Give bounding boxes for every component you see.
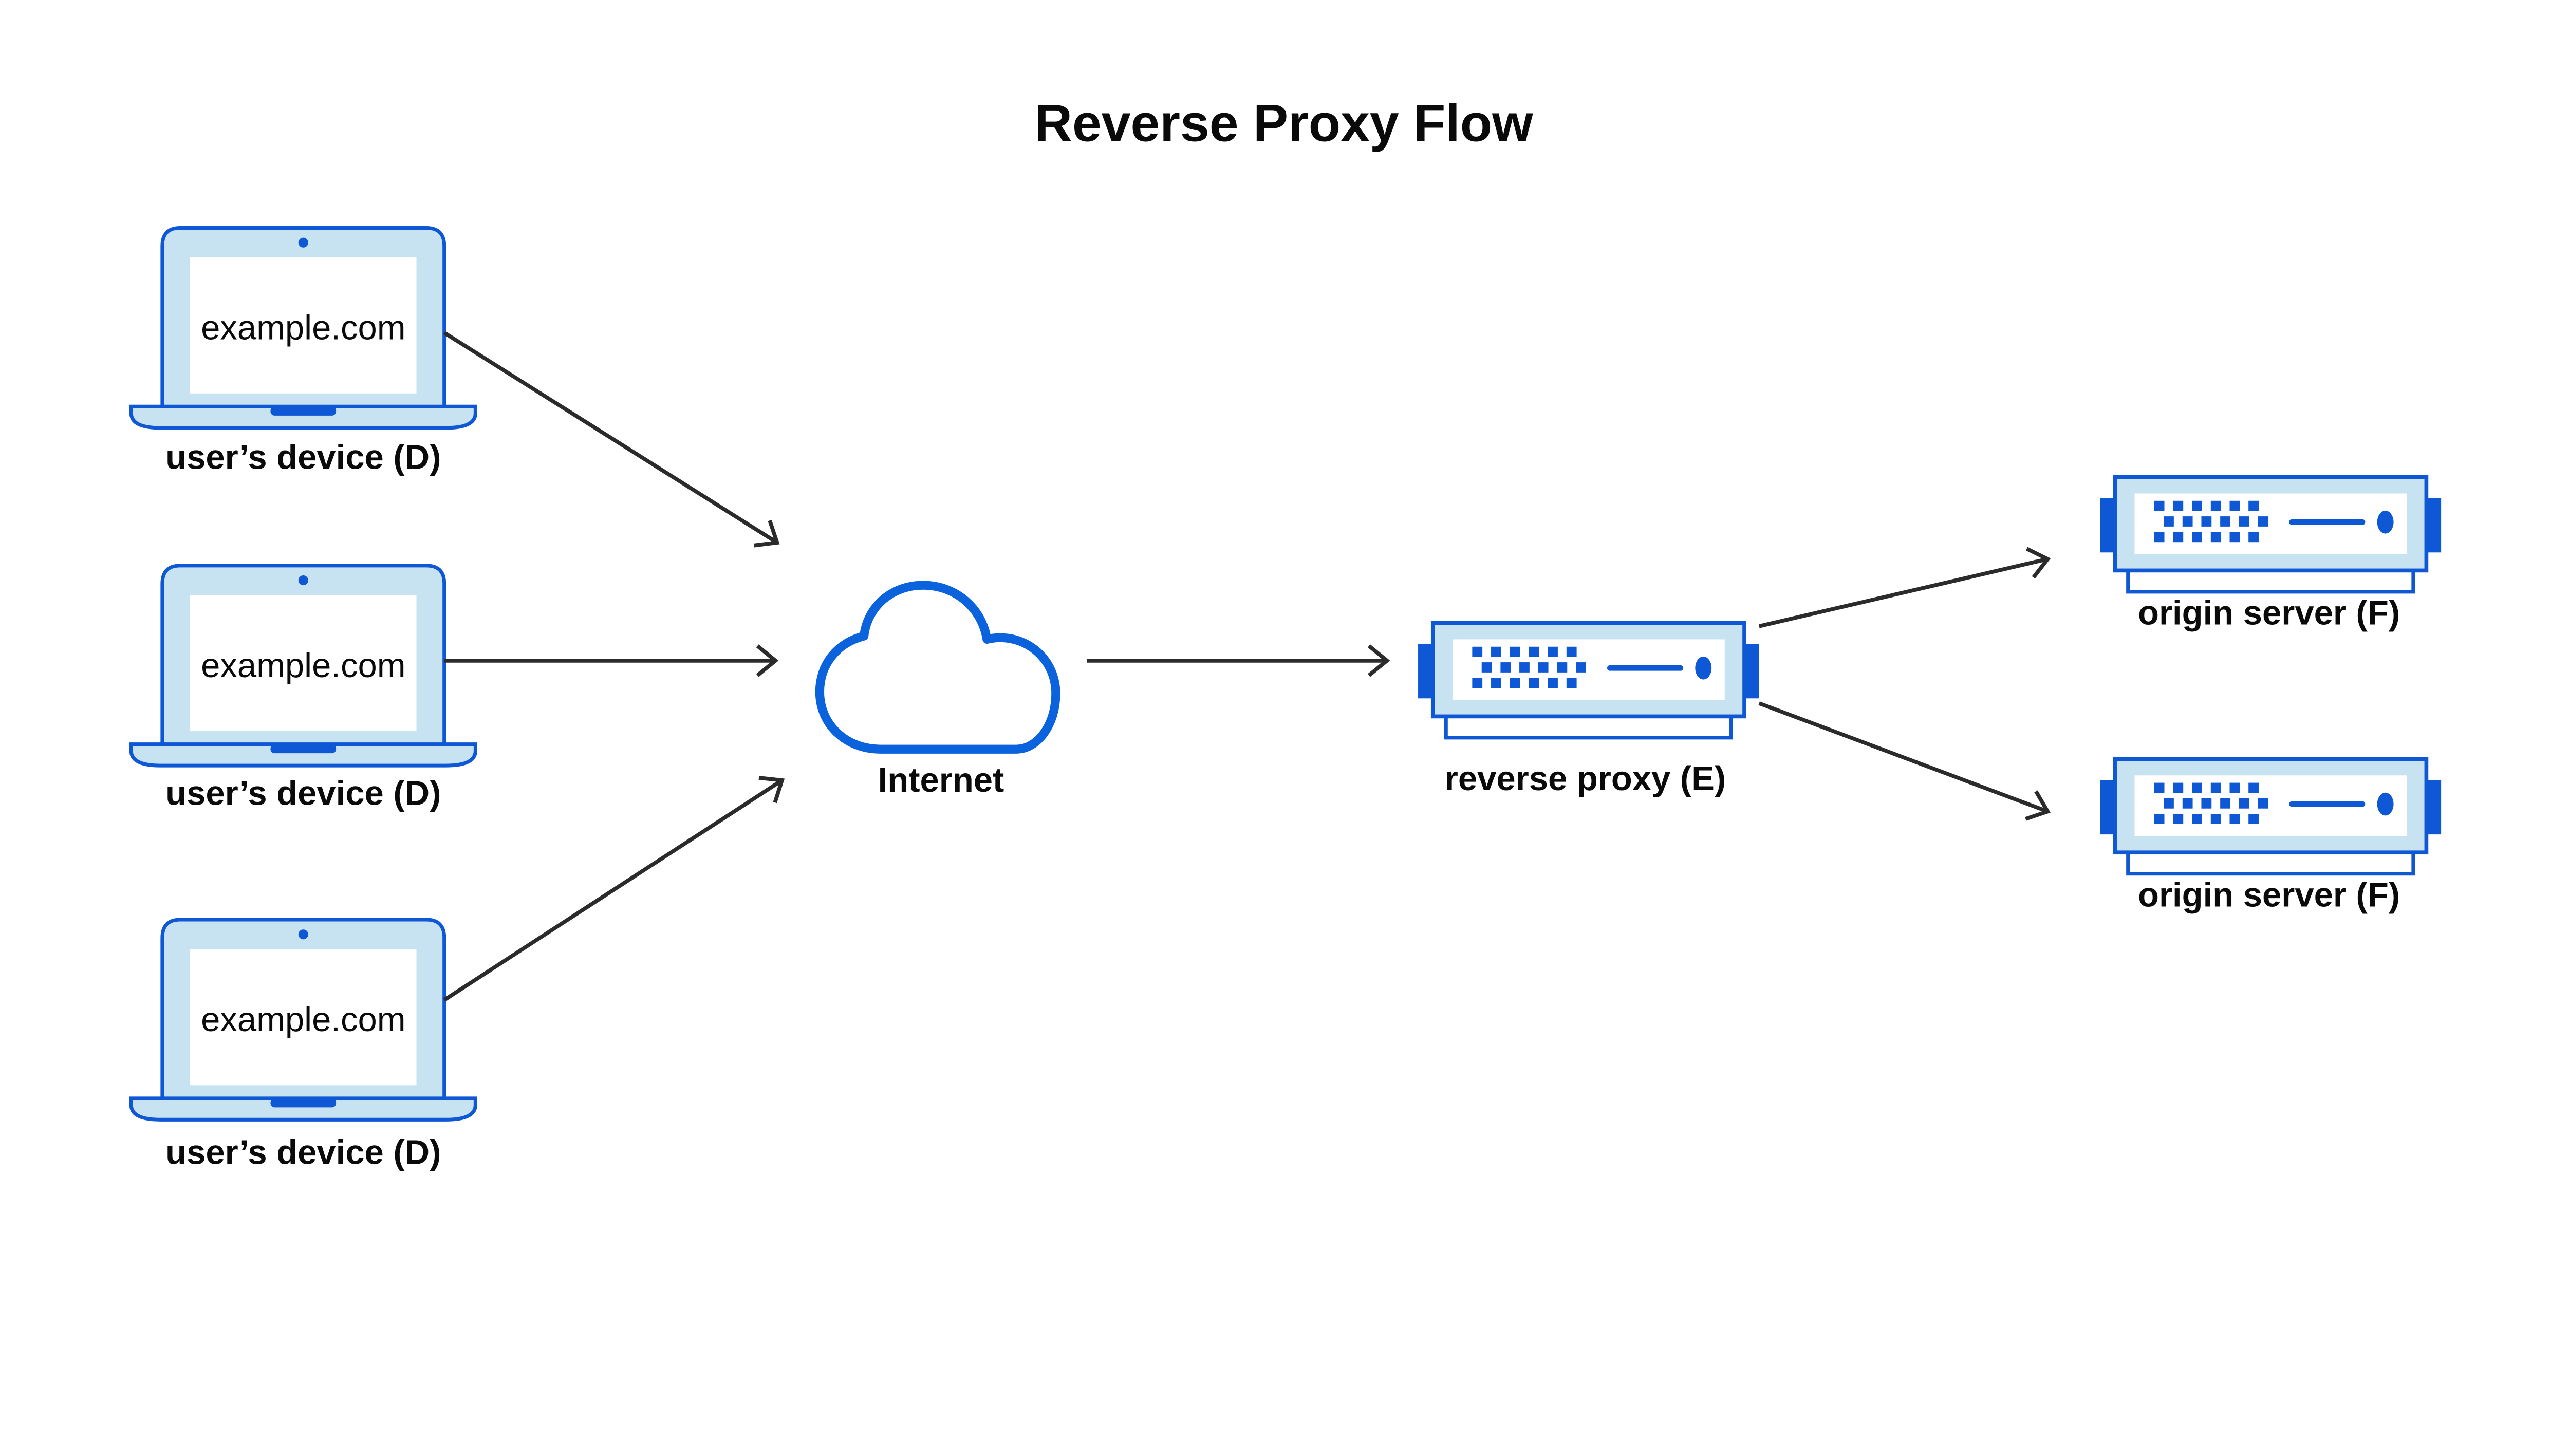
arrow-device1-to-internet: [443, 331, 780, 548]
device-screen-text: example.com: [201, 308, 405, 347]
arrow-proxy-to-origin2: [1758, 701, 2051, 821]
device-screen-text: example.com: [201, 646, 405, 685]
server-icon: [1418, 623, 1759, 738]
node-reverse-proxy: reverse proxy (E): [1418, 623, 1759, 798]
node-user-device-3: example.com user’s device (D): [131, 920, 475, 1171]
server-icon: [2100, 477, 2441, 592]
arrow-device3-to-internet: [443, 776, 785, 1002]
server-icon: [2100, 759, 2441, 873]
device-label: user’s device (D): [165, 438, 441, 477]
origin-server-label: origin server (F): [2138, 876, 2400, 914]
page-title: Reverse Proxy Flow: [1034, 94, 1533, 152]
node-user-device-1: example.com user’s device (D): [131, 228, 475, 477]
device-screen-text: example.com: [201, 1000, 405, 1039]
node-internet: Internet: [820, 585, 1055, 799]
origin-server-label: origin server (F): [2138, 594, 2400, 632]
node-origin-server-2: origin server (F): [2100, 759, 2441, 914]
node-user-device-2: example.com user’s device (D): [131, 566, 475, 813]
cloud-icon: [820, 585, 1055, 749]
device-label: user’s device (D): [165, 774, 441, 813]
device-label: user’s device (D): [165, 1133, 441, 1171]
reverse-proxy-label: reverse proxy (E): [1445, 759, 1726, 798]
arrow-proxy-to-origin1: [1758, 547, 2051, 628]
reverse-proxy-flow-diagram: Reverse Proxy Flow example.com user’s de…: [129, 94, 2444, 1172]
internet-label: Internet: [878, 761, 1004, 799]
node-origin-server-1: origin server (F): [2100, 477, 2441, 632]
